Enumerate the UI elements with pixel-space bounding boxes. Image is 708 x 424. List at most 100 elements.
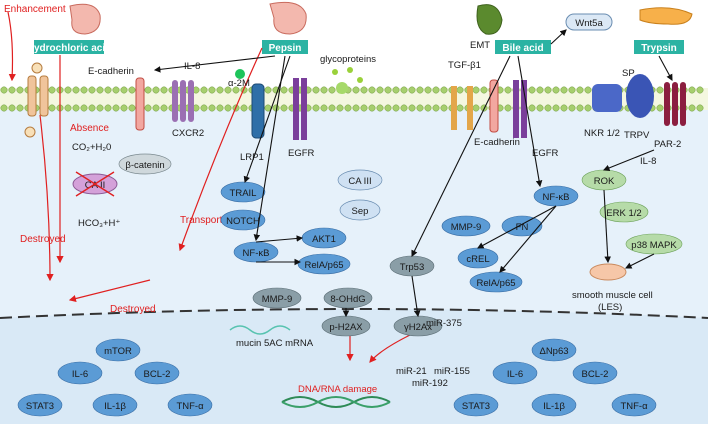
ecadherin-left [135, 77, 145, 131]
lipid-head [360, 86, 368, 94]
lipid-head [576, 104, 584, 112]
tgf-receptor [451, 86, 473, 130]
label-cxcr2: CXCR2 [172, 128, 204, 139]
stomach-icon-2 [269, 1, 307, 35]
lipid-head [656, 104, 664, 112]
lipid-head [200, 86, 208, 94]
lipid-head [656, 86, 664, 94]
lipid-head [104, 104, 112, 112]
lipid-head [432, 104, 440, 112]
nucleus-node-label: ΔNp63 [539, 346, 568, 357]
node-8ohdg: 8-OHdG [330, 294, 365, 305]
label-destroyed-2: Destroyed [110, 304, 156, 315]
node-mmp9-right: MMP-9 [451, 222, 482, 233]
lipid-head [360, 104, 368, 112]
lipid-head [400, 86, 408, 94]
lipid-head [88, 104, 96, 112]
lipid-head [472, 86, 480, 94]
egfr-left [293, 78, 307, 140]
lipid-head [536, 104, 544, 112]
nucleus-node-label: STAT3 [462, 401, 490, 412]
lipid-head [224, 86, 232, 94]
nucleus-node-label: IL-6 [72, 369, 88, 380]
nucleus-node [134, 361, 180, 385]
lipid-head [120, 86, 128, 94]
node-erk: ERK 1/2 [606, 208, 641, 219]
lipid-head [416, 104, 424, 112]
node-gh2ax: γH2Ax [404, 322, 432, 333]
label-les: (LES) [598, 302, 622, 313]
lipid-head [264, 86, 272, 94]
nucleus-node [492, 361, 538, 385]
tag-hcl-label: Hydrochloric acid [27, 43, 111, 54]
lipid-head [216, 104, 224, 112]
lipid-head [376, 86, 384, 94]
lipid-head [72, 86, 80, 94]
mrna-icon [229, 325, 291, 335]
nucleus-node [57, 361, 103, 385]
lipid-head [528, 86, 536, 94]
lipid-head [208, 104, 216, 112]
node-relap65-right: RelA/p65 [476, 278, 515, 289]
lipid-head [552, 104, 560, 112]
lipid-head [696, 104, 704, 112]
lipid-head [400, 104, 408, 112]
arrow-par2-rok [602, 149, 655, 172]
lipid-head [216, 86, 224, 94]
tag-trypsin-label: Trypsin [641, 43, 677, 54]
label-mir192: miR-192 [412, 378, 448, 389]
lipid-head [536, 86, 544, 94]
arrow-destroyed-2 [68, 279, 151, 303]
arrow-pepsin-ecad [153, 55, 276, 73]
lipid-head [440, 104, 448, 112]
tag-hcl [34, 40, 104, 54]
lipid-head [688, 86, 696, 94]
lipid-head [160, 86, 168, 94]
lipid-head [48, 86, 56, 94]
label-hco3: HCO₃+H⁺ [78, 218, 120, 229]
stomach-icon [69, 3, 101, 35]
lipid-head [152, 104, 160, 112]
lipid-head [8, 86, 16, 94]
lipid-head [456, 86, 464, 94]
node-ph2ax: p-H2AX [329, 322, 363, 333]
tag-pepsin [262, 40, 308, 54]
nucleus-node [531, 393, 577, 417]
arrow-nfkb-akt1 [255, 235, 304, 243]
lipid-head [688, 104, 696, 112]
lipid-head [352, 86, 360, 94]
lipid-head [424, 86, 432, 94]
label-par2: PAR-2 [654, 139, 681, 150]
nucleus-node [17, 393, 63, 417]
label-destroyed-1: Destroyed [20, 234, 66, 245]
label-tgfb1: TGF-β1 [448, 60, 481, 71]
label-trpv: TRPV [624, 130, 650, 141]
label-nkr: NKR 1/2 [584, 128, 620, 139]
lipid-head [128, 104, 136, 112]
label-mir375: miR-375 [426, 318, 462, 329]
nucleus-node [167, 393, 213, 417]
node-fn: FN [516, 222, 529, 233]
gallbladder-icon [476, 4, 503, 35]
par2-receptor [664, 82, 686, 126]
arrow-pepsin-trail [243, 55, 291, 184]
smooth-muscle-cell-icon [589, 263, 627, 281]
tag-pepsin-label: Pepsin [269, 43, 302, 54]
nucleus-node-label: IL-6 [507, 369, 523, 380]
nucleus-node-label: IL-1β [543, 401, 565, 412]
label-lrp1: LRP1 [240, 152, 264, 163]
label-a2m: α-2M [228, 78, 250, 89]
node-bcatenin-label: β-catenin [125, 160, 164, 171]
tag-bile-acid [495, 40, 551, 54]
node-wnt5a-label: Wnt5a [575, 18, 603, 29]
node-rok: ROK [594, 176, 615, 187]
node-relap65-left: RelA/p65 [304, 260, 343, 271]
nucleus-node [453, 393, 499, 417]
dna-helix-icon [281, 396, 391, 408]
lipid-head [144, 86, 152, 94]
nucleus-node-label: BCL-2 [144, 369, 171, 380]
node-trail: TRAIL [230, 188, 257, 199]
label-dna: DNA/RNA damage [298, 384, 377, 395]
lipid-head [64, 104, 72, 112]
lipid-head [48, 104, 56, 112]
